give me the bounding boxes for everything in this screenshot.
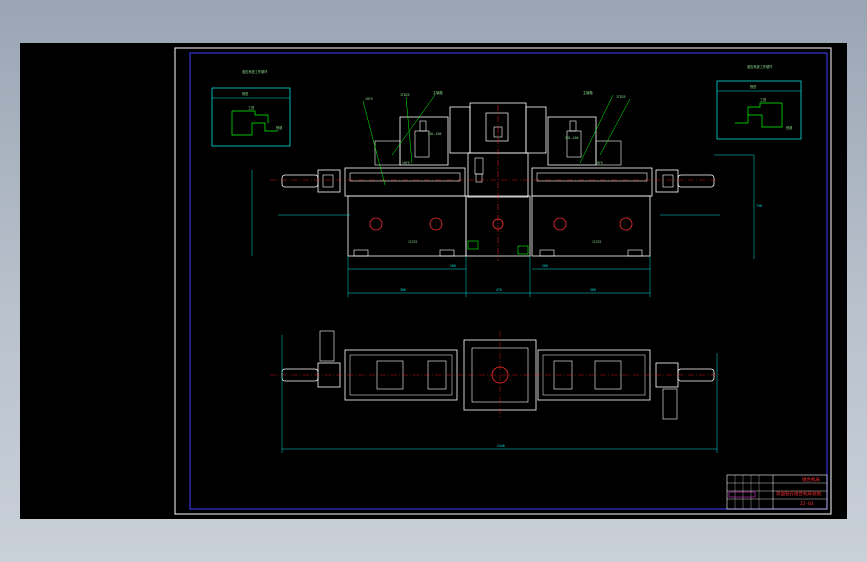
- right-base-label: 1CZ51: [592, 240, 602, 244]
- sheet-inner-border: [189, 52, 828, 510]
- svg-text:1HY5: 1HY5: [402, 161, 410, 165]
- cad-viewport[interactable]: 液压系统工作循环 快进 工进 快退 液压系统工作循环 快进 工进 快退: [20, 43, 847, 519]
- svg-text:300: 300: [590, 288, 596, 292]
- svg-text:工进: 工进: [248, 105, 255, 110]
- svg-text:主轴箱: 主轴箱: [583, 90, 593, 95]
- right-cycle-table: 液压系统工作循环 快进 工进 快退: [716, 64, 802, 140]
- left-base-label: 1CZ51: [408, 240, 418, 244]
- svg-text:快进: 快进: [242, 91, 249, 96]
- plan-view: 2440: [270, 330, 720, 453]
- title-block: 组合机床 双面钻孔组合机床总图 ZJ-01: [726, 474, 828, 510]
- front-dimensions: [251, 154, 755, 297]
- left-cycle-table: 液压系统工作循环 快进 工进 快退: [211, 69, 291, 147]
- svg-text:470: 470: [496, 288, 502, 292]
- svg-text:2HL-450: 2HL-450: [565, 136, 579, 140]
- svg-text:1HY5: 1HY5: [365, 97, 373, 101]
- svg-text:740: 740: [756, 204, 762, 208]
- sheet-outer-border: [174, 47, 832, 515]
- front-view: 1CZ51 1CZ51 1HY5 1TD25 主轴箱 2HL-450 1HY5 …: [251, 90, 762, 297]
- svg-text:1TD25: 1TD25: [400, 93, 410, 97]
- svg-text:快退: 快退: [786, 125, 793, 130]
- title-block-name: 组合机床: [802, 476, 820, 483]
- svg-text:200: 200: [542, 264, 548, 268]
- svg-text:工进: 工进: [760, 97, 767, 102]
- front-callouts: 1HY5 1TD25 主轴箱 2HL-450 1HY5 主轴箱 1TD25 2H…: [362, 90, 631, 186]
- left-table-title: 液压系统工作循环: [242, 69, 268, 74]
- title-block-number: ZJ-01: [800, 501, 814, 507]
- svg-text:300: 300: [400, 288, 406, 292]
- cad-drawing: 液压系统工作循环 快进 工进 快退 液压系统工作循环 快进 工进 快退: [174, 47, 832, 515]
- svg-text:200: 200: [450, 264, 456, 268]
- title-block-drawing-title: 双面钻孔组合机床总图: [776, 490, 821, 497]
- svg-text:快进: 快进: [750, 84, 757, 89]
- svg-text:1HY5: 1HY5: [595, 161, 603, 165]
- svg-text:快退: 快退: [276, 125, 283, 130]
- plan-overall-dim: 2440: [497, 444, 505, 448]
- svg-text:1TD25: 1TD25: [616, 95, 626, 99]
- svg-text:2HL-450: 2HL-450: [428, 132, 442, 136]
- svg-text:主轴箱: 主轴箱: [433, 90, 443, 95]
- right-table-title: 液压系统工作循环: [747, 64, 773, 69]
